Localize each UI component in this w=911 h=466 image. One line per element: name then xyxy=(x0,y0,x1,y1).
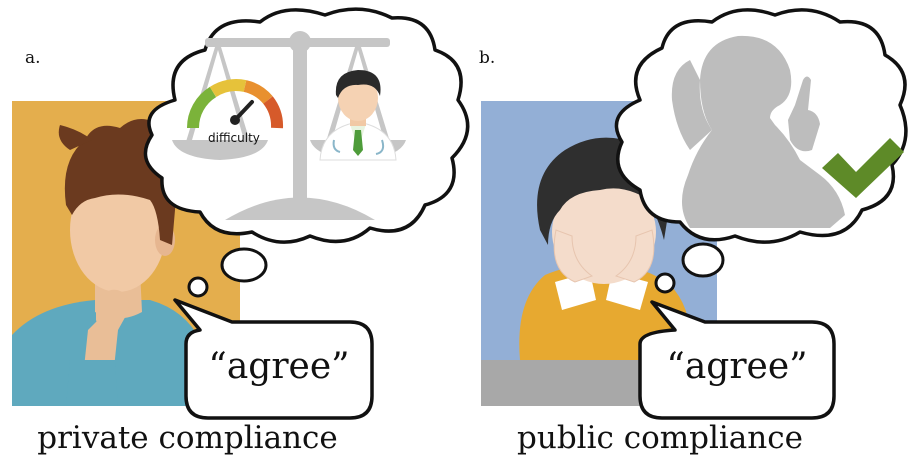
panel-b-letter: b. xyxy=(479,48,496,68)
panel-a-letter: a. xyxy=(25,48,41,68)
panel-a-speech-bubble xyxy=(173,298,374,420)
panel-a-caption: private compliance xyxy=(37,420,338,456)
shushing-woman-silhouette-icon xyxy=(671,35,845,228)
panel-a-speech-text: “agree” xyxy=(208,346,350,387)
panel-a-face xyxy=(70,168,166,292)
panel-a-thought-dot-small xyxy=(187,276,209,298)
panel-a-sleeve xyxy=(66,360,118,406)
panel-b-face xyxy=(552,180,656,284)
panel-a-hair-tuft xyxy=(58,125,92,150)
checkmark-icon xyxy=(822,138,904,198)
panel-b-thought-dot-small xyxy=(654,272,676,294)
panel-b-caption: public compliance xyxy=(517,420,803,456)
panel-b-left-cuff xyxy=(555,272,596,310)
panel-a xyxy=(12,7,470,420)
difficulty-label: difficulty xyxy=(208,131,260,145)
panel-b-thought-dot-large xyxy=(681,242,725,278)
doctor-icon xyxy=(319,70,397,161)
difficulty-gauge-icon xyxy=(186,79,284,129)
panel-b-left-hand xyxy=(553,229,594,283)
panel-b xyxy=(481,8,908,420)
panel-b-speech-bubble xyxy=(638,300,836,420)
panel-a-thought-dot-large xyxy=(220,247,268,283)
panel-b-speech-text: “agree” xyxy=(666,346,808,387)
panel-b-right-hand xyxy=(614,229,655,283)
